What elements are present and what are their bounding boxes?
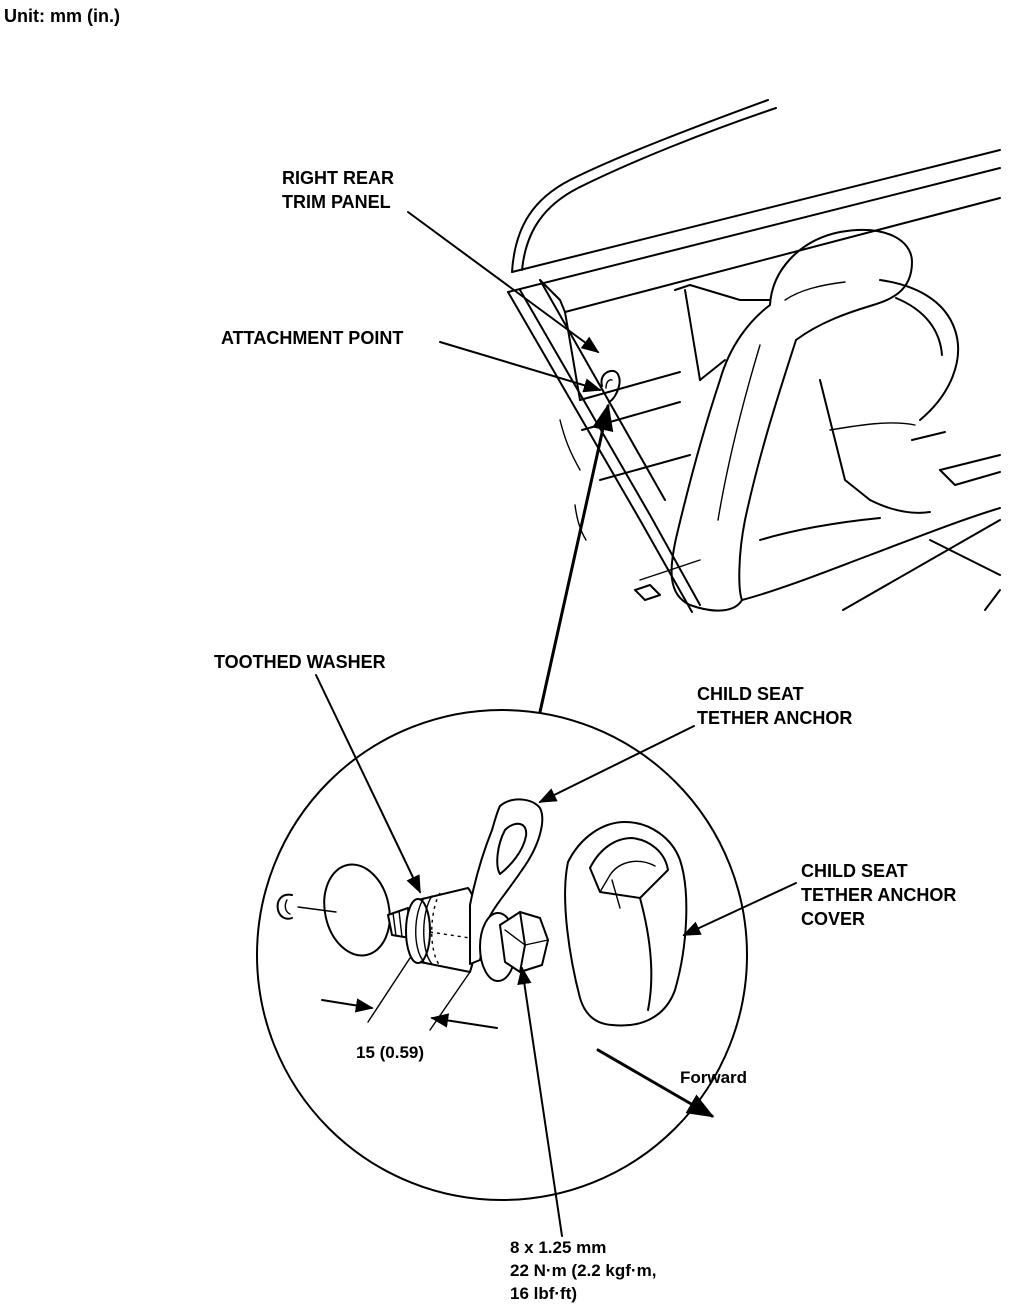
cap-disc (323, 863, 391, 957)
tether-anchor-label: CHILD SEAT TETHER ANCHOR (697, 682, 852, 730)
anchor-cover-label-line3: COVER (801, 909, 866, 929)
unit-label: Unit: mm (in.) (4, 6, 120, 26)
dimension-callout (321, 957, 498, 1031)
bolt-spec-label: 8 x 1.25 mm 22 N·m (2.2 kgf·m, 16 lbf·ft… (510, 1236, 656, 1305)
anchor-cover-leader (682, 882, 797, 936)
anchor-cover (564, 821, 688, 1027)
bolt-spec-line1: 8 x 1.25 mm (510, 1238, 607, 1257)
forward-label: Forward (680, 1068, 748, 1087)
toothed-washer-label: TOOTHED WASHER (214, 652, 386, 672)
attachment-point-leader (439, 341, 602, 393)
vehicle-interior-illustration (507, 99, 1001, 613)
tether-anchor-leader (538, 725, 695, 803)
anchor-cover-label-line1: CHILD SEAT (801, 861, 908, 881)
trim-panel-label-line2: TRIM PANEL (282, 192, 391, 212)
forward-arrow-icon (596, 1048, 715, 1118)
dimension-label: 15 (0.59) (356, 1043, 425, 1062)
trim-panel-leader (407, 211, 600, 354)
tether-anchor-label-line1: CHILD SEAT (697, 684, 804, 704)
trim-panel-label: RIGHT REAR TRIM PANEL (282, 166, 394, 214)
anchor-cover-label-line2: TETHER ANCHOR (801, 885, 957, 905)
attachment-point-label: ATTACHMENT POINT (221, 328, 404, 348)
bolt-spec-line2: 22 N·m (2.2 kgf·m, (510, 1261, 657, 1280)
retaining-clip (276, 893, 293, 920)
tether-anchor-label-line2: TETHER ANCHOR (697, 708, 853, 728)
trim-panel-label-line1: RIGHT REAR (282, 168, 394, 188)
bolt-spec-leader (517, 966, 563, 1237)
detail-connector-arrow (538, 403, 614, 714)
anchor-cover-label: CHILD SEAT TETHER ANCHOR COVER (801, 859, 956, 931)
detail-circle (256, 709, 748, 1201)
bolt-spec-line3: 16 lbf·ft) (510, 1284, 578, 1303)
anchor-bolt-assembly (387, 798, 549, 982)
toothed-washer-leader (315, 674, 421, 894)
